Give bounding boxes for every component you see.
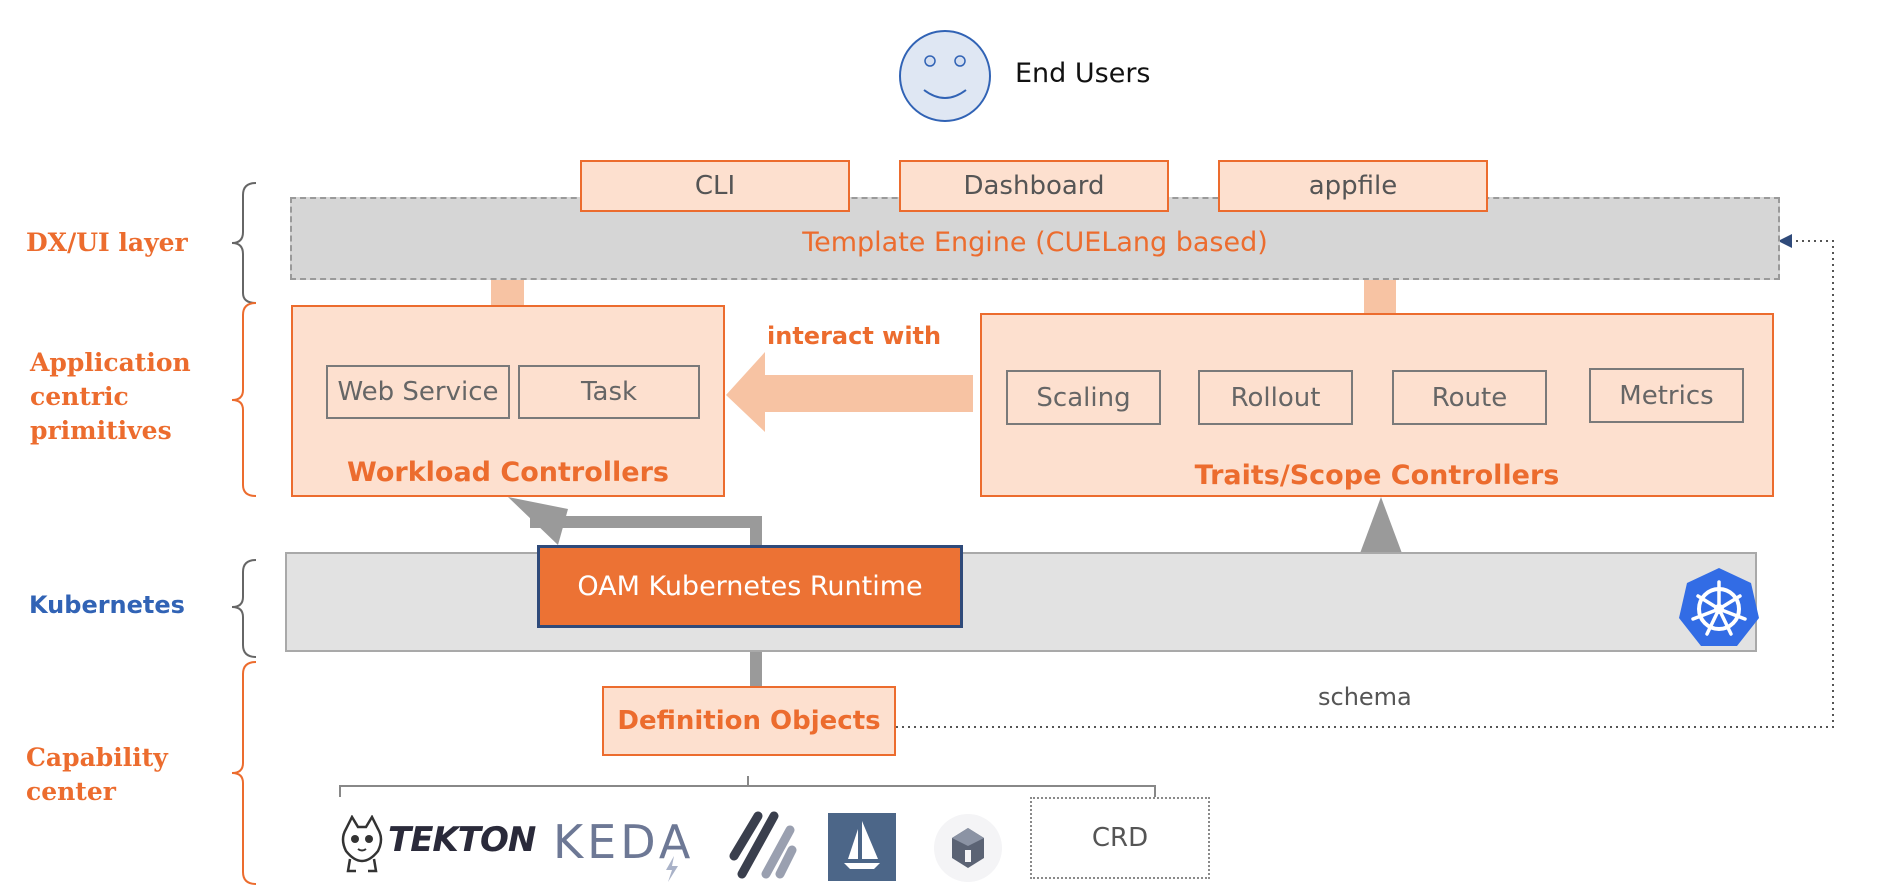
interact-arrow	[726, 352, 973, 432]
kubernetes-bar	[285, 552, 1757, 652]
scaling-box: Scaling	[1006, 370, 1161, 425]
crd-box: CRD	[1030, 797, 1210, 879]
tekton-logo-icon	[341, 815, 383, 873]
traits-controllers-title: Traits/Scope Controllers	[1194, 460, 1560, 491]
oam-runtime-box: OAM Kubernetes Runtime	[537, 545, 963, 628]
owl-logo-icon	[934, 814, 1002, 882]
brace-kubernetes	[231, 559, 257, 658]
task-box: Task	[518, 365, 700, 419]
layer-label-dx-ui: DX/UI layer	[26, 228, 188, 257]
smiley-face-icon	[899, 30, 991, 122]
keda-wordmark: KEDA	[553, 815, 695, 869]
layer-label-kubernetes: Kubernetes	[29, 591, 185, 619]
schema-arrowhead	[1778, 234, 1792, 248]
traits-controllers-box: Scaling Rollout Route Metrics Traits/Sco…	[980, 313, 1774, 497]
layer-label-capability: Capability center	[26, 743, 168, 806]
schema-dotted-line	[896, 240, 1834, 728]
interact-with-label: interact with	[767, 322, 942, 350]
runtime-to-workload-arrow	[530, 516, 762, 548]
brace-capability	[231, 661, 257, 885]
sail-logo-icon	[828, 813, 896, 881]
brace-app-centric	[231, 302, 257, 497]
workload-controllers-box: Web Service Task Workload Controllers	[291, 305, 725, 497]
schema-label: schema	[1318, 683, 1412, 711]
keda-logo-icon	[666, 856, 678, 882]
layer-label-app-centric: Application centric primitives	[30, 348, 191, 445]
crossplane-logo-icon	[729, 811, 797, 879]
tekton-wordmark: TEKTON	[388, 820, 536, 860]
capabilities-bracket	[339, 776, 1156, 797]
runtime-to-traits-arrowhead	[1359, 497, 1403, 556]
appfile-box: appfile	[1218, 160, 1488, 212]
runtime-to-workload-arrowhead	[508, 497, 568, 545]
brace-dx-ui	[231, 182, 257, 304]
cli-box: CLI	[580, 160, 850, 212]
definition-objects-box: Definition Objects	[602, 686, 896, 756]
end-users-label: End Users	[1015, 58, 1151, 89]
web-service-box: Web Service	[326, 365, 510, 419]
route-box: Route	[1392, 370, 1547, 425]
dashboard-box: Dashboard	[899, 160, 1169, 212]
layer-braces	[231, 182, 257, 658]
kubernetes-logo-icon	[1679, 568, 1759, 646]
rollout-box: Rollout	[1198, 370, 1353, 425]
workload-controllers-title: Workload Controllers	[347, 457, 669, 488]
layer-braces-orange	[231, 302, 257, 885]
metrics-box: Metrics	[1589, 368, 1744, 423]
template-engine-label: Template Engine (CUELang based)	[802, 227, 1268, 258]
